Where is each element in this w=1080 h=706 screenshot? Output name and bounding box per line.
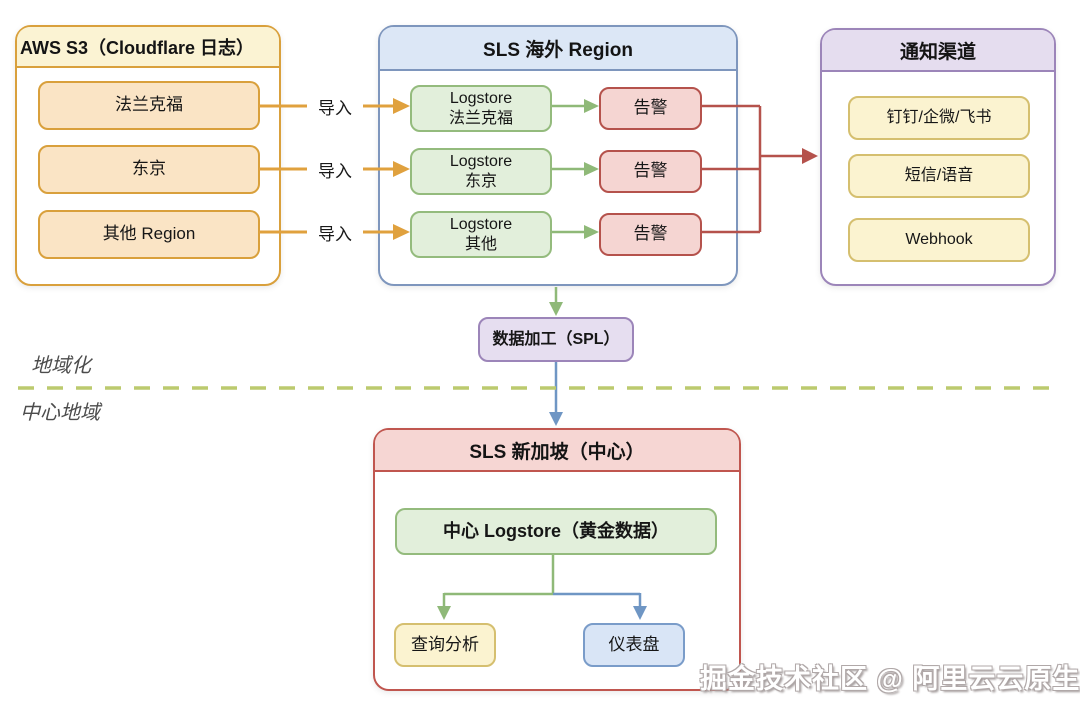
notify-channels-title: 通知渠道 (822, 30, 1054, 72)
central-logstore-node: 中心 Logstore（黄金数据） (395, 508, 717, 555)
sls-overseas-region-box: SLS 海外 Region Logstore 法兰克福 Logstore 东京 … (378, 25, 738, 286)
logstore-frankfurt: Logstore 法兰克福 (410, 85, 552, 132)
logstore-frankfurt-line2: 法兰克福 (448, 109, 513, 127)
sls-overseas-region-title: SLS 海外 Region (380, 27, 736, 71)
aws-s3-group-box: AWS S3（Cloudflare 日志） 法兰克福 东京 其他 Region (15, 25, 281, 286)
overseas-to-spl-arrow (549, 287, 563, 316)
query-analysis-node: 查询分析 (394, 623, 496, 667)
watermark-text: 掘金技术社区 @ 阿里云云原生 (700, 664, 1080, 694)
import-label-2: 导入 (307, 157, 363, 181)
zone-label-central-region: 中心地域 (20, 402, 100, 424)
logstore-tokyo: Logstore 东京 (410, 148, 552, 195)
aws-region-tokyo: 东京 (38, 145, 260, 194)
zone-label-regionalized: 地域化 (31, 355, 91, 377)
import-label-3: 导入 (307, 220, 363, 244)
channel-sms-voice: 短信/语音 (848, 154, 1030, 198)
alert-node-1: 告警 (599, 87, 702, 130)
aws-region-frankfurt: 法兰克福 (38, 81, 260, 130)
alert-node-3: 告警 (599, 213, 702, 256)
sls-singapore-central-box: SLS 新加坡（中心） 中心 Logstore（黄金数据） 查询分析 仪表盘 (373, 428, 741, 691)
alert-node-2: 告警 (599, 150, 702, 193)
channel-dingtalk-wecom-feishu: 钉钉/企微/飞书 (848, 96, 1030, 140)
dashboard-node: 仪表盘 (583, 623, 685, 667)
logstore-other: Logstore 其他 (410, 211, 552, 258)
spl-to-central-arrow (549, 362, 563, 426)
notify-channels-box: 通知渠道 钉钉/企微/飞书 短信/语音 Webhook (820, 28, 1056, 286)
import-label-1: 导入 (307, 94, 363, 118)
aws-region-other: 其他 Region (38, 210, 260, 259)
sls-singapore-central-title: SLS 新加坡（中心） (375, 430, 739, 472)
channel-webhook: Webhook (848, 218, 1030, 262)
logstore-tokyo-line1: Logstore (449, 152, 513, 170)
logstore-tokyo-line2: 东京 (464, 172, 497, 190)
spl-processing-node: 数据加工（SPL） (478, 317, 634, 362)
logstore-other-line2: 其他 (464, 235, 497, 253)
logstore-frankfurt-line1: Logstore (449, 89, 513, 107)
aws-s3-group-title: AWS S3（Cloudflare 日志） (17, 27, 279, 68)
logstore-other-line1: Logstore (449, 215, 513, 233)
